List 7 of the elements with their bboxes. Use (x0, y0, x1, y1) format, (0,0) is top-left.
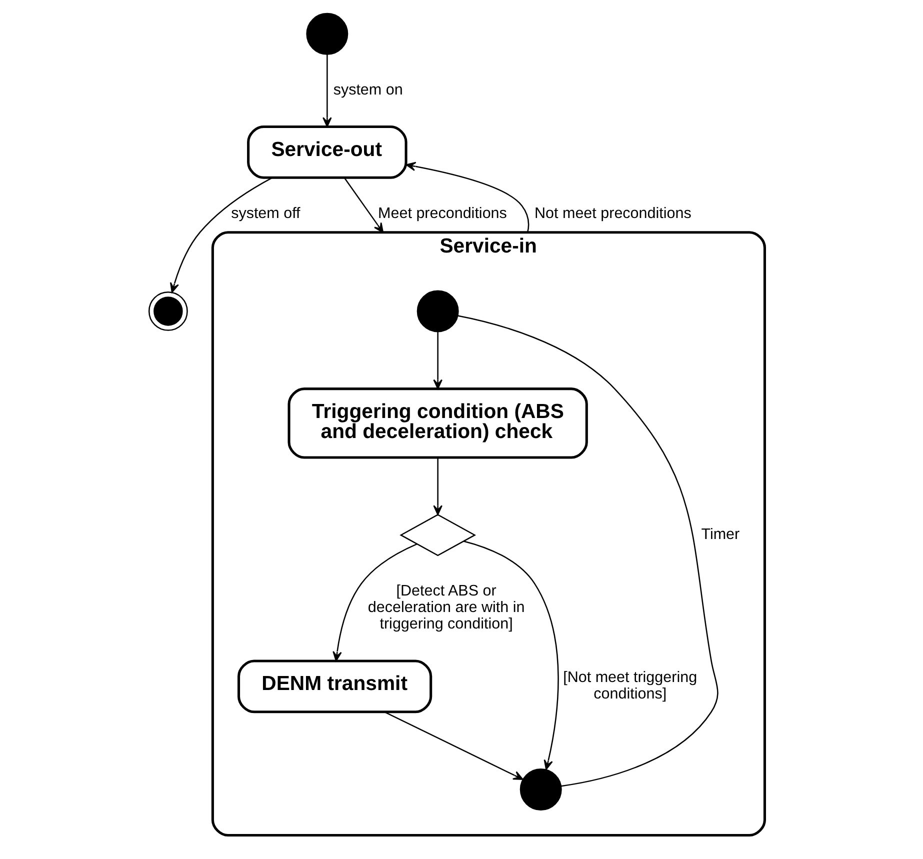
edge-label: Timer (700, 526, 740, 544)
edge-label: system off (230, 204, 300, 222)
edge-label: [Not meet triggering conditions] (562, 669, 697, 703)
edge-label: [Detect ABS or deceleration are with in triggering condition] (367, 582, 524, 633)
edge-label: Meet preconditions (378, 204, 506, 222)
edge-label: Not meet preconditions (534, 204, 691, 222)
edge-label: system on (332, 81, 402, 98)
